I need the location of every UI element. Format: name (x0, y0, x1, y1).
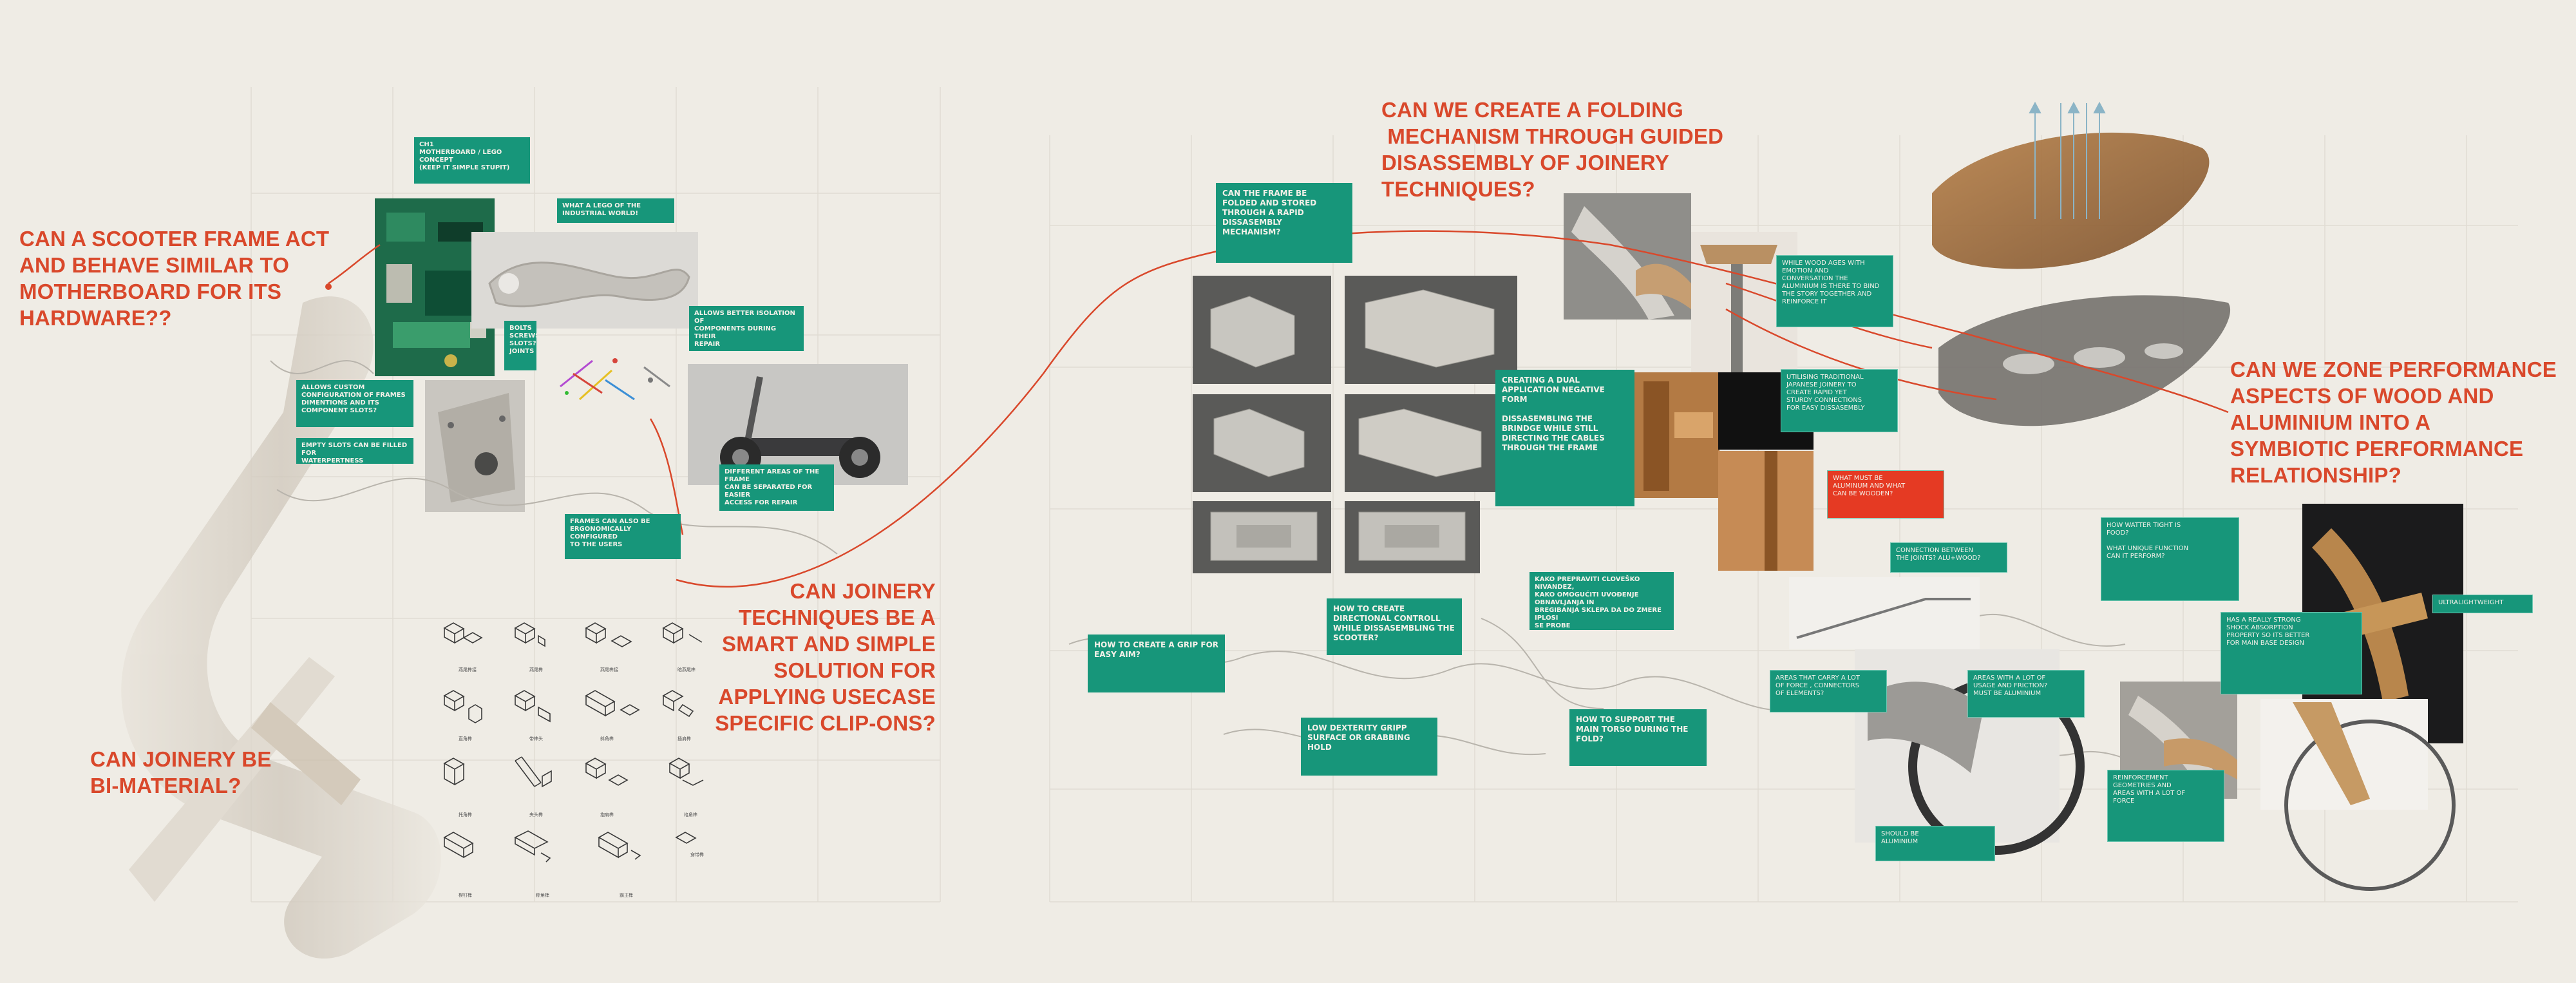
joint-caption: 燕尾榫 (529, 667, 543, 673)
scooter-frame-render (121, 296, 441, 959)
joint-caption: 粽角榫 (536, 893, 549, 898)
exploded-parts-sketch (560, 358, 670, 401)
joint-caption: 直角榫 (459, 736, 472, 741)
silver-part-photo (471, 232, 698, 329)
question-scooter-motherboard: CAN A SCOOTER FRAME ACT AND BEHAVE SIMIL… (19, 227, 330, 330)
wood-bike-frame-photo (2260, 504, 2463, 891)
bolt-plate-photo (425, 380, 525, 512)
note-frame-folded: CAN THE FRAME BE FOLDED AND STORED THROU… (1216, 183, 1352, 263)
joint-caption: 格角榫 (684, 812, 697, 817)
note-water-tight: HOW WATTER TIGHT IS FOOD? WHAT UNIQUE FU… (2101, 517, 2239, 601)
joint-caption: 斜角榫 (600, 736, 614, 741)
question-zone-performance: CAN WE ZONE PERFORMANCE ASPECTS OF WOOD … (2230, 358, 2557, 487)
note-isolation: ALLOWS BETTER ISOLATION OF COMPONENTS DU… (689, 306, 804, 351)
note-usage-friction: AREAS WITH A LOT OF USAGE AND FRICTION? … (1967, 670, 2085, 718)
note-japanese-joinery: UTILISING TRADITIONAL JAPANESE JOINERY T… (1781, 369, 1898, 432)
joint-caption: 霸王榫 (620, 893, 633, 898)
joint-caption: 燕尾榫接 (459, 667, 477, 673)
note-empty-slots: EMPTY SLOTS CAN BE FILLED FOR WATERPERTN… (296, 438, 413, 464)
question-joinery-bimaterial: CAN JOINERY BE BI-MATERIAL? (90, 747, 272, 797)
note-wood-ages: WHILE WOOD AGES WITH EMOTION AND CONVERS… (1776, 255, 1893, 327)
joint-caption: 插肩榫 (677, 736, 691, 741)
joint-caption: 暗燕尾榫 (677, 667, 696, 673)
note-aluminium-wooden: WHAT MUST BE ALUMINUM AND WHAT CAN BE WO… (1827, 470, 1944, 519)
note-connection-joints: CONNECTION BETWEEN THE JOINTS? ALU+WOOD? (1890, 542, 2007, 573)
joint-caption: 抱肩榫 (600, 812, 614, 817)
question-joinery-clipons: CAN JOINERY TECHNIQUES BE A SMART AND SI… (715, 579, 936, 735)
joint-caption: 夹头榫 (529, 812, 543, 817)
note-lego-industrial: WHAT A LEGO OF THE INDUSTRIAL WORLD! (557, 198, 674, 223)
note-main-torso: HOW TO SUPPORT THE MAIN TORSO DURING THE… (1569, 709, 1707, 766)
question-folding-mechanism: CAN WE CREATE A FOLDING MECHANISM THROUG… (1381, 98, 1724, 201)
joint-caption: 穿带榫 (690, 852, 704, 857)
connector-lines (328, 230, 2229, 587)
joint-caption: 燕尾榫接 (600, 667, 618, 673)
note-directional-control: HOW TO CREATE DIRECTIONAL CONTROLL WHILE… (1327, 598, 1462, 655)
note-shock-absorption: HAS A REALLY STRONG SHOCK ABSORPTION PRO… (2221, 612, 2362, 694)
wooden-seat-render (1932, 101, 2231, 426)
note-grip-easy-aim: HOW TO CREATE A GRIP FOR EASY AIM? (1088, 635, 1225, 692)
note-custom-config: ALLOWS CUSTOM CONFIGURATION OF FRAMES DI… (296, 380, 413, 427)
note-should-be-aluminium: SHOULD BE ALUMINIUM (1875, 826, 1995, 861)
bike-joint-photo (1564, 193, 1691, 320)
wood-joinery-photo (1634, 372, 1814, 571)
motherboard-photo (375, 198, 495, 376)
note-separated-areas: DIFFERENT AREAS OF THE FRAME CAN BE SEPA… (719, 464, 834, 511)
note-ergonomic: FRAMES CAN ALSO BE ERGONOMICALLY CONFIGU… (565, 514, 681, 559)
note-ch1: CH1 MOTHERBOARD / LEGO CONCEPT (KEEP IT … (414, 137, 530, 184)
note-ultralightweight: ULTRALIGHTWEIGHT (2432, 595, 2533, 613)
joint-caption: 托角榫 (459, 812, 472, 817)
joinery-sketches (443, 622, 704, 863)
joint-caption: 楔钉榫 (459, 893, 472, 898)
note-low-dexterity: LOW DEXTERITY GRIPP SURFACE OR GRABBING … (1301, 718, 1437, 776)
note-force-connectors: AREAS THAT CARRY A LOT OF FORCE , CONNEC… (1770, 670, 1887, 712)
joint-caption: 带榫头 (529, 736, 543, 741)
note-kako-prepraviti: KAKO PREPRAVITI CLOVEŠKO NIVANDEZ, KAKO … (1530, 572, 1674, 630)
note-reinforcement: REINFORCEMENT GEOMETRIES AND AREAS WITH … (2107, 770, 2224, 842)
render-grid (1193, 276, 1517, 573)
note-dual-application: CREATING A DUAL APPLICATION NEGATIVE FOR… (1495, 370, 1634, 506)
